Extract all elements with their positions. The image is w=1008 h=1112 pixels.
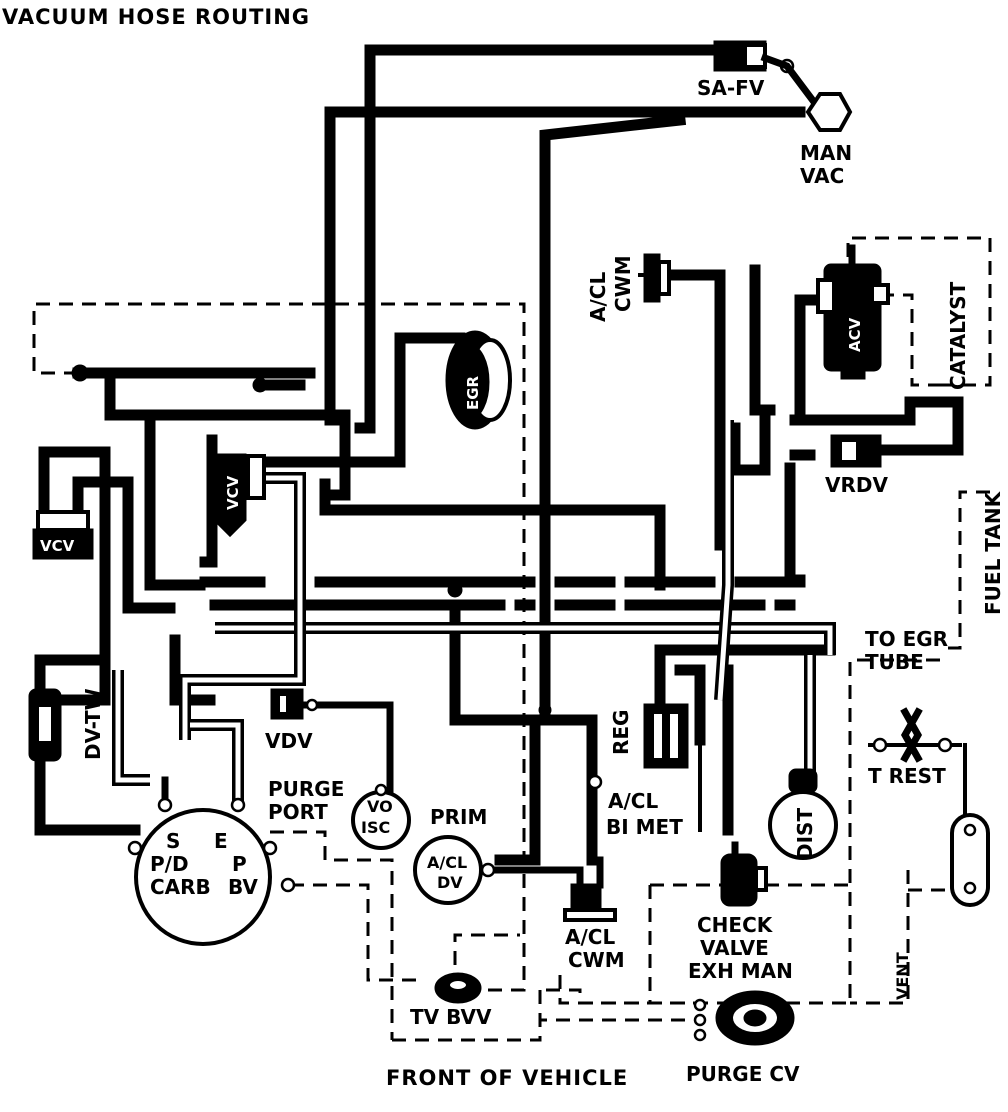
vrdv-valve	[830, 434, 882, 468]
acl-bimet-sensor	[587, 774, 603, 790]
vcv-left	[32, 510, 94, 560]
acl-cwm-top-label-2: CWM	[611, 255, 635, 312]
dvtw-valve	[28, 688, 62, 762]
prim-label: PRIM	[430, 805, 487, 829]
egr-valve	[445, 330, 512, 430]
fuel-tank-label: FUEL TANK	[981, 490, 1005, 615]
safv-label: SA-FV	[697, 76, 765, 100]
vcv-upper-label: VCV	[224, 475, 242, 510]
check-label-3: EXH MAN	[688, 959, 793, 983]
vdv-label: VDV	[265, 729, 313, 753]
acl-cwm-top-label-1: A/CL	[586, 272, 610, 322]
dashed-lines	[32, 236, 992, 1042]
acl-dv-label-2: DV	[437, 873, 463, 892]
acl-dv-label-1: A/CL	[427, 853, 467, 872]
dist-label: DIST	[793, 808, 817, 860]
vac-label: VAC	[800, 164, 844, 188]
acl-bimet-label-1: A/CL	[608, 789, 658, 813]
acv-label: ACV	[846, 317, 864, 352]
purge-cv-label: PURGE CV	[686, 1062, 800, 1086]
acl-bimet-label-2: BI MET	[606, 815, 683, 839]
carb-s-label: S	[166, 829, 180, 853]
reg-label: REG	[609, 710, 633, 755]
carb-bv-label: BV	[228, 875, 258, 899]
acl-cwm-bot-label-1: A/CL	[565, 925, 615, 949]
safv-valve	[713, 40, 825, 115]
carb-carb-label: CARB	[150, 875, 211, 899]
vrdv-label: VRDV	[825, 473, 888, 497]
to-egr-label-2: TUBE	[865, 650, 924, 674]
check-label-2: VALVE	[700, 936, 769, 960]
vent-canister	[950, 813, 990, 907]
acl-cwm-bot-label-2: CWM	[568, 948, 625, 972]
man-label: MAN	[800, 141, 852, 165]
junction-dots	[71, 364, 552, 717]
carb-e-label: E	[214, 829, 228, 853]
vcv-left-label: VCV	[40, 537, 75, 555]
carb-p-label: P	[232, 852, 247, 876]
vcv-upper	[213, 453, 266, 538]
thin-hoses	[112, 273, 967, 889]
front-of-vehicle-label: FRONT OF VEHICLE	[386, 1066, 628, 1090]
reg-valve	[643, 703, 689, 769]
check-valve	[720, 853, 768, 907]
tv-bvv-label: TV BVV	[410, 1005, 492, 1029]
purge-port-label-1: PURGE	[268, 777, 344, 801]
carb-pd-label: P/D	[150, 852, 189, 876]
vacuum-hoses	[34, 44, 964, 866]
purge-port-label-2: PORT	[268, 800, 328, 824]
to-egr-label-1: TO EGR	[865, 627, 948, 651]
catalyst-label: CATALYST	[946, 281, 970, 390]
acl-cwm-bottom	[563, 883, 617, 922]
t-rest-label: T REST	[868, 764, 946, 788]
isc-label: ISC	[361, 818, 390, 837]
purge-cv-valve	[693, 990, 795, 1046]
diagram-title: VACUUM HOSE ROUTING	[2, 5, 310, 29]
distributor	[768, 768, 838, 860]
acl-cwm-top	[643, 253, 671, 303]
manifold-vacuum-fitting	[805, 92, 853, 132]
t-rest-switch	[872, 707, 953, 763]
check-label-1: CHECK	[697, 913, 774, 937]
dvtw-label: DV-TW	[81, 688, 105, 760]
vent-label: VENT	[893, 952, 912, 1000]
egr-label: EGR	[464, 375, 482, 410]
carburetor	[134, 808, 272, 946]
tv-bvv-valve	[434, 972, 482, 1004]
vo-label: VO	[367, 797, 393, 816]
vdv-valve	[270, 688, 319, 720]
acv-valve	[816, 244, 890, 380]
